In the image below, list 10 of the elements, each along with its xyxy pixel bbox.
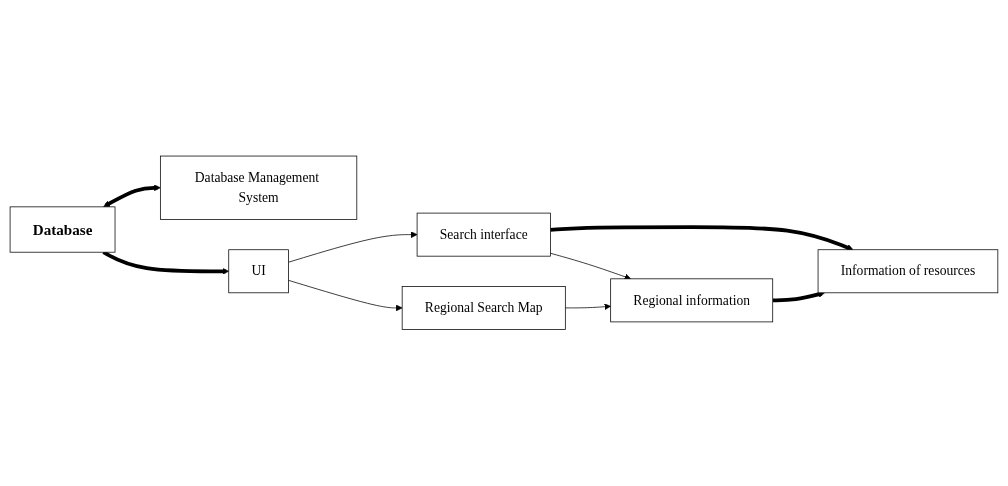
node-box: Database Management System <box>160 155 358 221</box>
arrow <box>103 184 161 208</box>
node-box: Information of resources <box>817 249 999 294</box>
arrow <box>550 225 854 251</box>
node-box: Regional Search Map <box>401 286 566 331</box>
node-box: Regional information <box>610 278 774 323</box>
node-box: Database <box>9 206 116 253</box>
arrow <box>772 291 825 303</box>
node-box: Search interface <box>416 212 551 257</box>
node-box: UI <box>228 249 289 294</box>
